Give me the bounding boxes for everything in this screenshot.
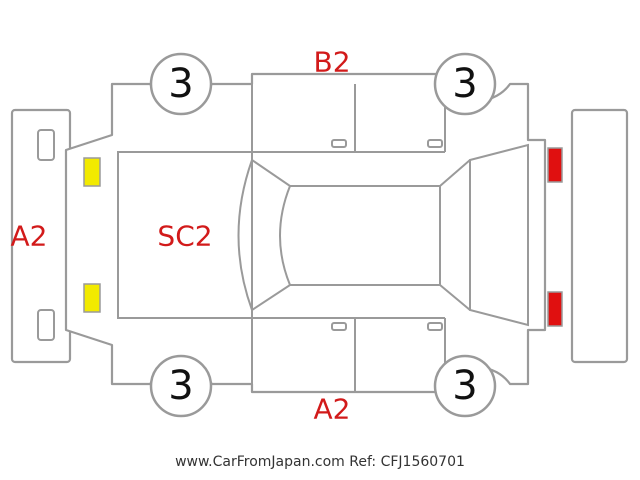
tire-front-left: 3 <box>149 52 213 116</box>
rear-lamp-bottom <box>547 291 563 327</box>
rear-lamp-top <box>547 147 563 183</box>
damage-code-front-bumper: A2 <box>11 220 48 253</box>
car-body <box>64 72 547 394</box>
damage-code-hood: SC2 <box>157 220 212 253</box>
damage-code-right-side: A2 <box>314 393 351 426</box>
tire-rear-left: 3 <box>433 52 497 116</box>
rear-bumper <box>570 108 629 364</box>
tire-rear-left-label: 3 <box>452 61 477 107</box>
front-lamp-bottom <box>83 283 101 313</box>
watermark-text: www.CarFromJapan.com Ref: CFJ1560701 <box>175 454 465 470</box>
tire-rear-right-label: 3 <box>452 363 477 409</box>
tire-front-right: 3 <box>149 354 213 418</box>
front-lamp-top <box>83 157 101 187</box>
tire-front-left-label: 3 <box>168 61 193 107</box>
tire-front-right-label: 3 <box>168 363 193 409</box>
tire-rear-right: 3 <box>433 354 497 418</box>
damage-code-left-side: B2 <box>313 46 350 79</box>
